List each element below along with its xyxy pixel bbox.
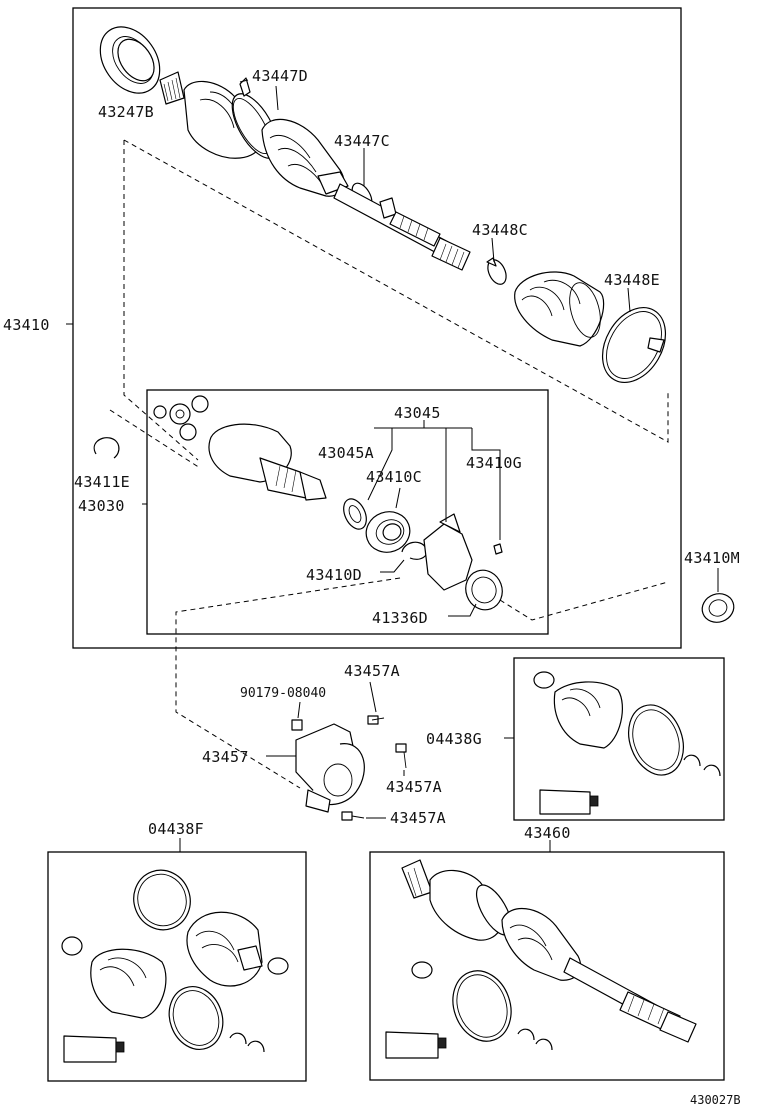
bearing-bracket-43045 — [423, 513, 503, 611]
tripod-joint — [153, 395, 209, 441]
label-04438G: 04438G — [426, 730, 482, 748]
bearing-43410C — [365, 511, 411, 553]
boot-kit-g-frame — [513, 657, 725, 821]
boot-clamp-43448C — [486, 257, 507, 285]
label-43448E: 43448E — [604, 271, 660, 289]
shaft-assembly-frame — [369, 851, 725, 1081]
snap-ring-43410D — [401, 541, 428, 560]
shaft-assembly-43460 — [385, 859, 697, 1059]
boot-kit-04438G — [533, 671, 721, 815]
label-43045: 43045 — [394, 404, 441, 422]
inner-boot — [514, 271, 605, 347]
dust-ring-43247B — [99, 26, 161, 94]
boot-kit-04438F — [61, 869, 289, 1063]
snap-ring-43411E — [93, 437, 120, 459]
main-assembly-frame — [72, 7, 682, 649]
dashed-guides — [109, 139, 669, 789]
label-41336D: 41336D — [372, 609, 428, 627]
nut-90179 — [291, 719, 303, 731]
label-43411E: 43411E — [74, 473, 130, 491]
bolt-43457A-mid — [395, 743, 407, 769]
boot-clamp-43448E — [601, 307, 667, 383]
label-43457A-bot: 43457A — [390, 809, 446, 827]
label-90179-08040: 90179-08040 — [240, 686, 326, 701]
label-43030: 43030 — [78, 497, 125, 515]
label-04438F: 04438F — [148, 820, 204, 838]
label-43410: 43410 — [3, 316, 50, 334]
label-43410D: 43410D — [306, 566, 362, 584]
outer-boot — [261, 118, 349, 197]
label-43410C: 43410C — [366, 468, 422, 486]
label-43457: 43457 — [202, 748, 249, 766]
inner-joint-frame — [146, 389, 549, 635]
diagram-id: 430027B — [690, 1093, 741, 1107]
label-43460: 43460 — [524, 824, 571, 842]
label-43410G: 43410G — [466, 454, 522, 472]
leader-lines — [66, 79, 719, 852]
oil-seal-43410M — [701, 593, 735, 623]
inboard-joint-housing — [208, 423, 327, 501]
center-bearing-bracket-43457 — [295, 723, 365, 813]
label-43457A-mid: 43457A — [386, 778, 442, 796]
bolt-43457A-bot — [341, 811, 365, 821]
boot-kit-f-frame — [47, 851, 307, 1082]
label-43457A-top: 43457A — [344, 662, 400, 680]
label-43447D: 43447D — [252, 67, 308, 85]
label-43045A: 43045A — [318, 444, 374, 462]
label-43447C: 43447C — [334, 132, 390, 150]
label-43410M: 43410M — [684, 549, 740, 567]
part-labels: 43247B 43447D 43447C 43448C 43448E 43410… — [3, 67, 741, 1107]
axle-shaft — [333, 183, 471, 271]
label-43247B: 43247B — [98, 103, 154, 121]
bolt-43457A-top — [367, 715, 385, 725]
label-43448C: 43448C — [472, 221, 528, 239]
dust-seal-43045A — [343, 498, 367, 530]
